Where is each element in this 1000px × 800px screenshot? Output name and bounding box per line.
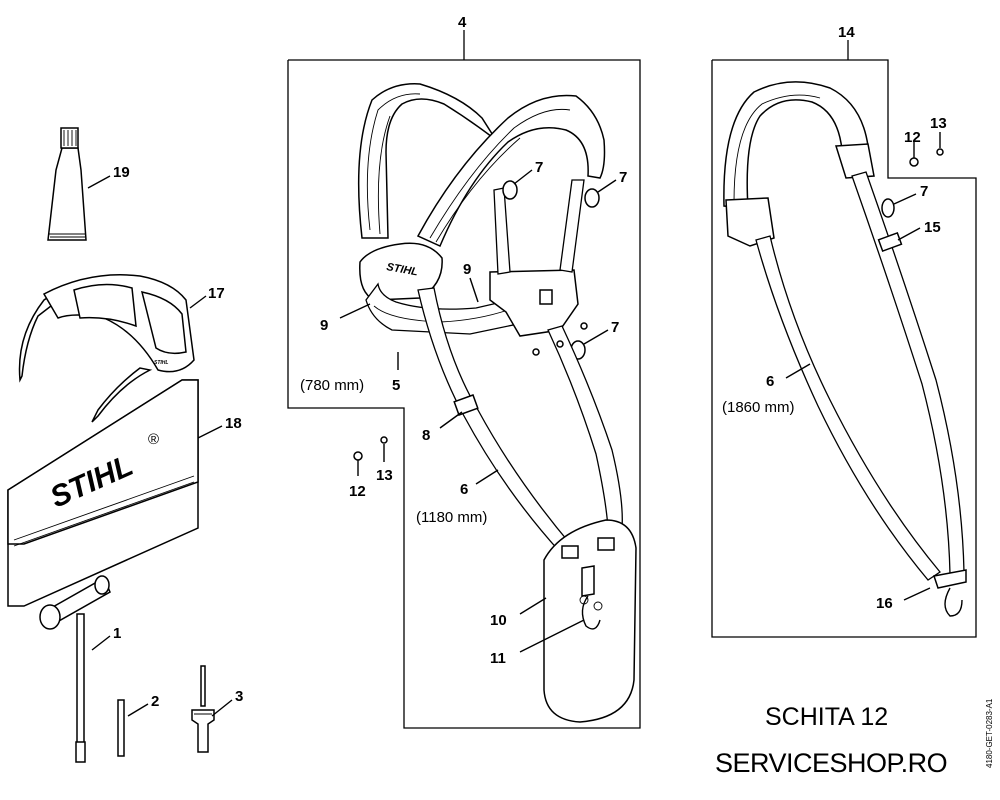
callout-7-d: 7 xyxy=(920,183,928,200)
pouch-registered-mark: ® xyxy=(148,431,159,448)
callout-7-b: 7 xyxy=(619,169,627,186)
callout-5: 5 xyxy=(392,377,400,394)
callout-19: 19 xyxy=(113,164,130,181)
callout-7-a: 7 xyxy=(535,159,543,176)
stihl-pouch: STIHL ® 18 xyxy=(7,379,242,607)
shoulder-strap-group-frame: 14 xyxy=(711,24,977,638)
group-label-harness: 4 xyxy=(458,14,467,31)
callout-13-a: 13 xyxy=(376,467,393,484)
callout-9-a: 9 xyxy=(320,317,328,334)
hip-belt-length: (780 mm) xyxy=(300,377,364,394)
callout-7-c: 7 xyxy=(611,319,619,336)
callout-8: 8 xyxy=(422,427,430,444)
callout-16: 16 xyxy=(876,595,893,612)
callout-2: 2 xyxy=(151,693,159,710)
callout-10: 10 xyxy=(490,612,507,629)
screwdriver: 3 xyxy=(191,665,243,753)
callout-12-b: 12 xyxy=(904,129,921,146)
grease-tube: 19 xyxy=(47,127,130,241)
shoulder-strap-length: (1860 mm) xyxy=(722,399,795,416)
callout-1: 1 xyxy=(113,625,121,642)
group-label-shoulder-strap: 14 xyxy=(838,24,855,41)
callout-13-b: 13 xyxy=(930,115,947,132)
callout-17: 17 xyxy=(208,285,225,302)
callout-6-strap: 6 xyxy=(766,373,774,390)
callout-3: 3 xyxy=(235,688,243,705)
harness-screws: 12 13 xyxy=(349,436,393,500)
callout-18: 18 xyxy=(225,415,242,432)
callout-12-a: 12 xyxy=(349,483,366,500)
callout-9-b: 9 xyxy=(463,261,471,278)
harness-logo: STIHL xyxy=(385,261,419,278)
combination-wrench: 1 xyxy=(39,575,121,763)
safety-glasses: STIHL 17 xyxy=(18,274,225,423)
harness-strap-length: (1180 mm) xyxy=(416,509,487,526)
shoulder-strap: 7 15 6 (1860 mm) 16 12 13 xyxy=(722,81,967,617)
glasses-logo: STIHL xyxy=(154,360,168,366)
callout-11: 11 xyxy=(490,650,506,667)
callout-6-harness: 6 xyxy=(460,481,468,498)
locking-pin: 2 xyxy=(117,693,159,757)
callout-15: 15 xyxy=(924,219,941,236)
site-name: SERVICESHOP.RO xyxy=(715,748,948,778)
document-code: 4180-GET-0283-A1 xyxy=(985,698,994,768)
sketch-title: SCHITA 12 xyxy=(765,703,889,731)
full-harness: STIHL 7 7 7 xyxy=(300,83,637,723)
harness-group-frame: 4 xyxy=(287,14,641,729)
